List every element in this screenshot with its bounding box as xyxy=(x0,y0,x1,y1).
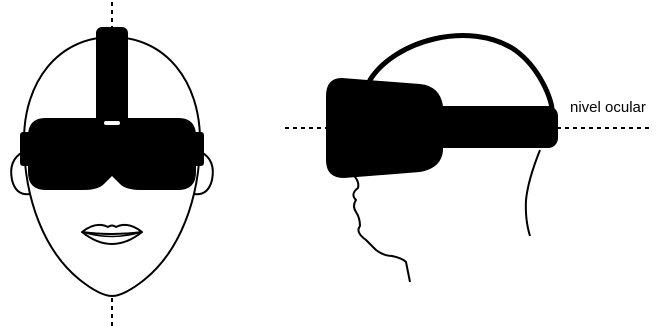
side-neck-back xyxy=(526,150,540,236)
eye-level-label: nivel ocular xyxy=(570,99,646,117)
front-headset-slot xyxy=(104,121,120,125)
side-headset-body xyxy=(326,78,443,178)
front-view-figure xyxy=(11,2,213,327)
side-face-profile xyxy=(350,172,410,282)
side-view-figure xyxy=(285,36,650,282)
front-upper-lip xyxy=(82,225,142,234)
front-top-strap xyxy=(96,27,128,125)
